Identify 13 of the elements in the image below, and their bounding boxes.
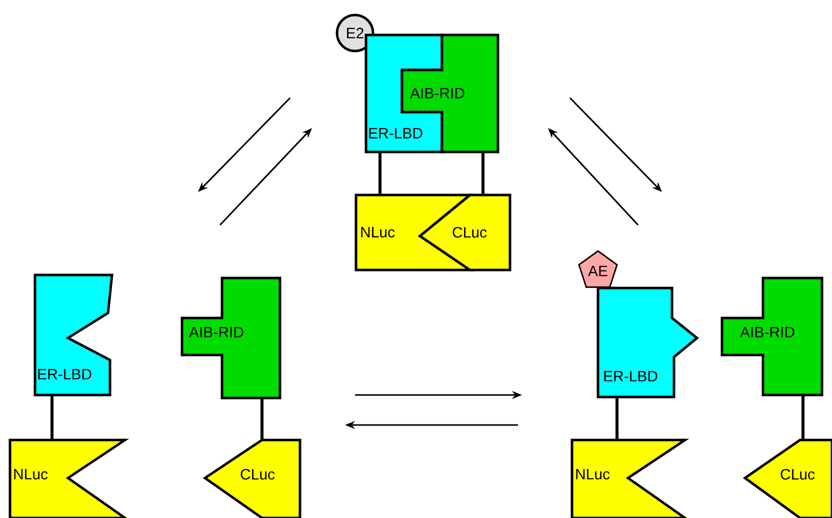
luciferase-fragment: NLuc <box>8 438 130 518</box>
linker-line <box>378 152 382 195</box>
receptor-domain: ER-LBD <box>596 286 699 398</box>
luciferase-fragment: NLuc <box>570 438 690 518</box>
coactivator-domain: AIB-RID <box>180 276 282 400</box>
linker-line <box>260 398 264 440</box>
linker-line <box>482 152 484 195</box>
linker-line <box>802 395 804 440</box>
receptor-domain: ER-LBD <box>34 274 114 396</box>
coactivator-domain: AIB-RID <box>720 276 824 396</box>
linker-line <box>50 395 54 440</box>
linker-line <box>616 397 618 440</box>
ligand-pentagon: AE <box>578 250 618 288</box>
